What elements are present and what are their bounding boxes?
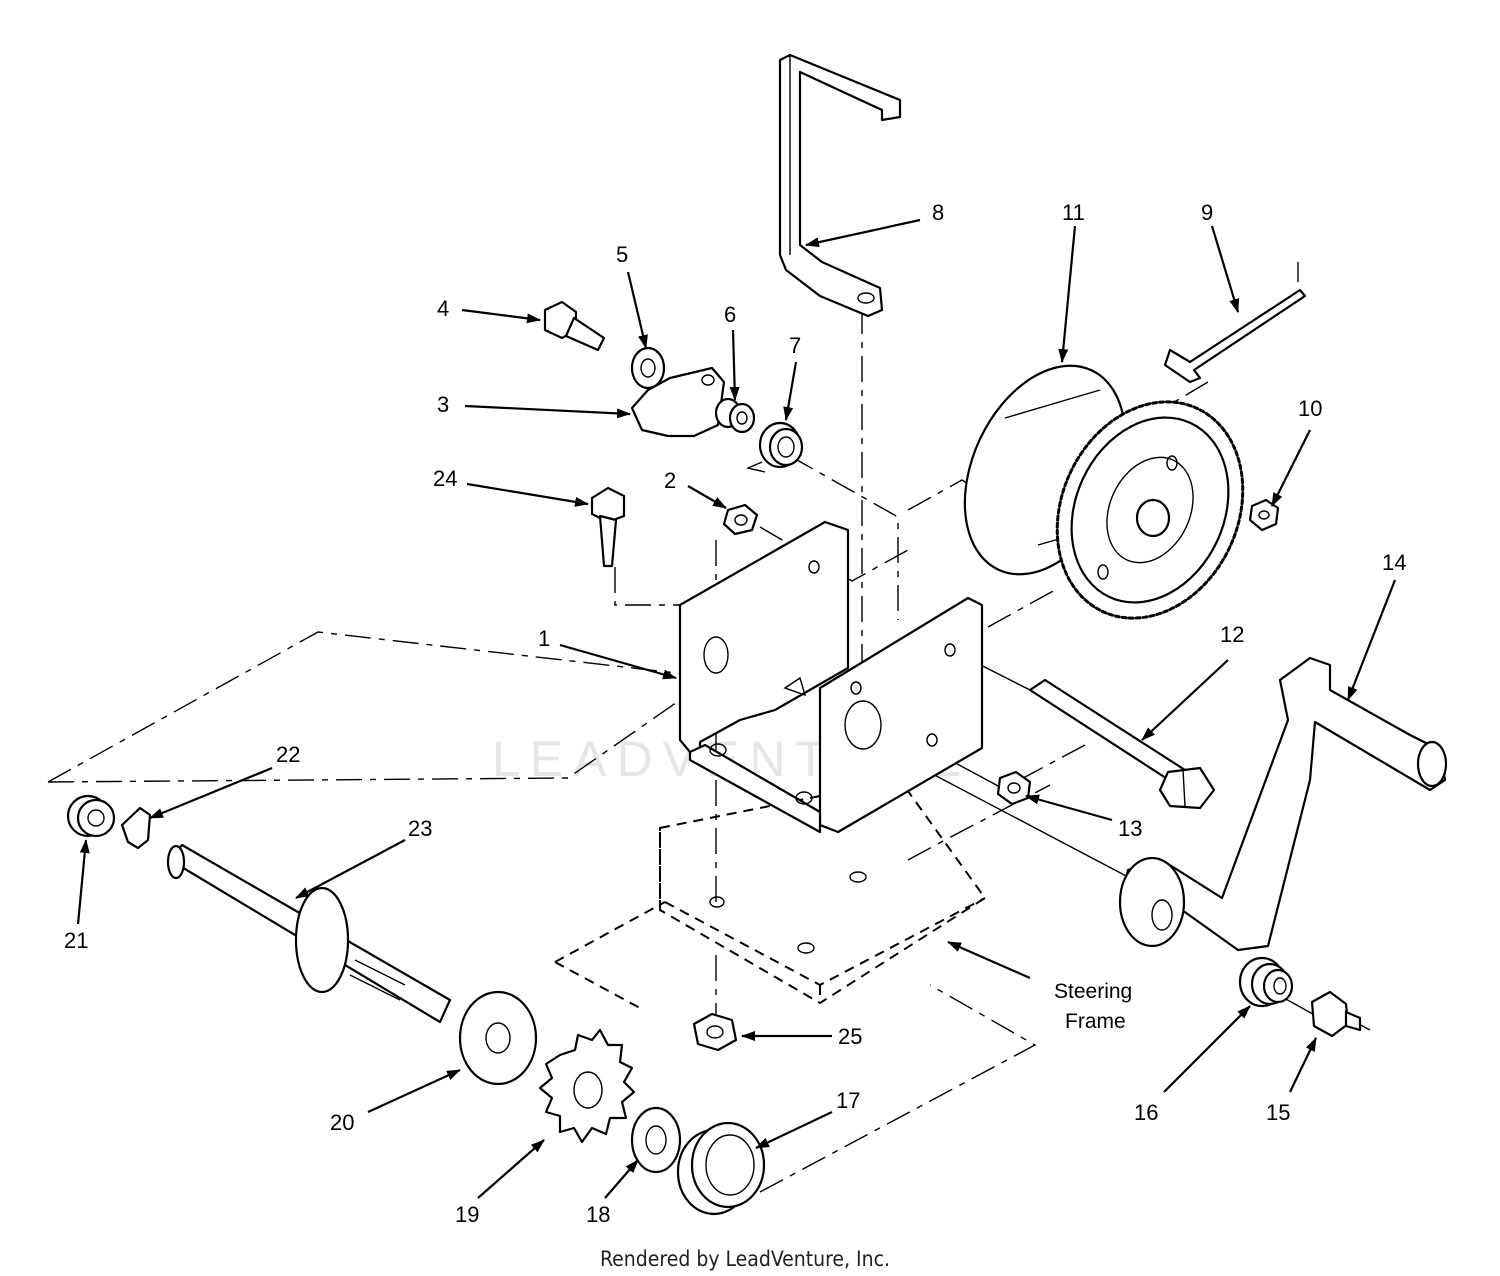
part-24-screw xyxy=(590,486,626,568)
part-7-spring xyxy=(745,421,804,473)
callout-12: 12 xyxy=(1220,622,1244,647)
steering-frame-label-line2: Frame xyxy=(1065,1010,1126,1033)
part-22-clip xyxy=(120,806,152,850)
callout-8: 8 xyxy=(932,200,944,225)
callout-3: 3 xyxy=(437,392,449,417)
part-19-sprocket xyxy=(538,1028,636,1144)
part-1-winch-frame xyxy=(678,520,984,834)
callout-6: 6 xyxy=(724,302,736,327)
callout-24: 24 xyxy=(433,466,457,491)
steering-frame xyxy=(554,778,987,1009)
part-5-washer xyxy=(630,346,666,390)
callout-17: 17 xyxy=(836,1088,860,1113)
callout-11: 11 xyxy=(1062,200,1085,225)
part-10-nut xyxy=(1248,498,1280,532)
callout-10: 10 xyxy=(1298,396,1322,421)
callout-1: 1 xyxy=(538,626,550,651)
callout-20: 20 xyxy=(330,1110,354,1135)
part-12-bolt xyxy=(1028,678,1216,810)
part-8-bracket xyxy=(778,53,902,318)
part-2-nut xyxy=(722,503,759,536)
callout-2: 2 xyxy=(664,468,676,493)
callout-25: 25 xyxy=(838,1024,862,1049)
callout-16: 16 xyxy=(1134,1100,1158,1125)
part-14-crank xyxy=(1118,656,1448,952)
part-21-bushing xyxy=(66,794,116,838)
part-11-drum-gear xyxy=(963,364,1245,620)
part-25-nut xyxy=(692,1012,738,1052)
part-17-bushing xyxy=(676,1121,766,1216)
callout-4: 4 xyxy=(437,296,449,321)
part-15-nut xyxy=(1310,990,1362,1038)
callout-7: 7 xyxy=(789,333,801,358)
callout-18: 18 xyxy=(586,1202,610,1227)
part-6-bushing xyxy=(714,397,756,434)
part-18-washer xyxy=(630,1106,682,1174)
part-16-spring xyxy=(1238,956,1294,1008)
callout-21: 21 xyxy=(64,928,88,953)
part-20-washer xyxy=(458,990,538,1086)
callout-14: 14 xyxy=(1382,550,1406,575)
callout-22: 22 xyxy=(276,742,300,767)
callout-5: 5 xyxy=(616,242,628,267)
part-23-shaft xyxy=(166,843,452,1024)
callout-13: 13 xyxy=(1118,816,1142,841)
callout-19: 19 xyxy=(455,1202,479,1227)
footer-credit: Rendered by LeadVenture, Inc. xyxy=(600,1247,890,1271)
callout-15: 15 xyxy=(1266,1100,1290,1125)
part-9-rod xyxy=(1163,262,1307,384)
callout-23: 23 xyxy=(408,816,432,841)
callout-numbers: 1 2 3 4 5 6 7 8 9 10 11 12 13 14 15 16 1… xyxy=(64,200,1406,1227)
callout-9: 9 xyxy=(1201,200,1213,225)
leader-arrows xyxy=(76,218,1397,1199)
part-4-bolt xyxy=(543,300,606,352)
steering-frame-label-line1: Steering xyxy=(1054,980,1132,1003)
